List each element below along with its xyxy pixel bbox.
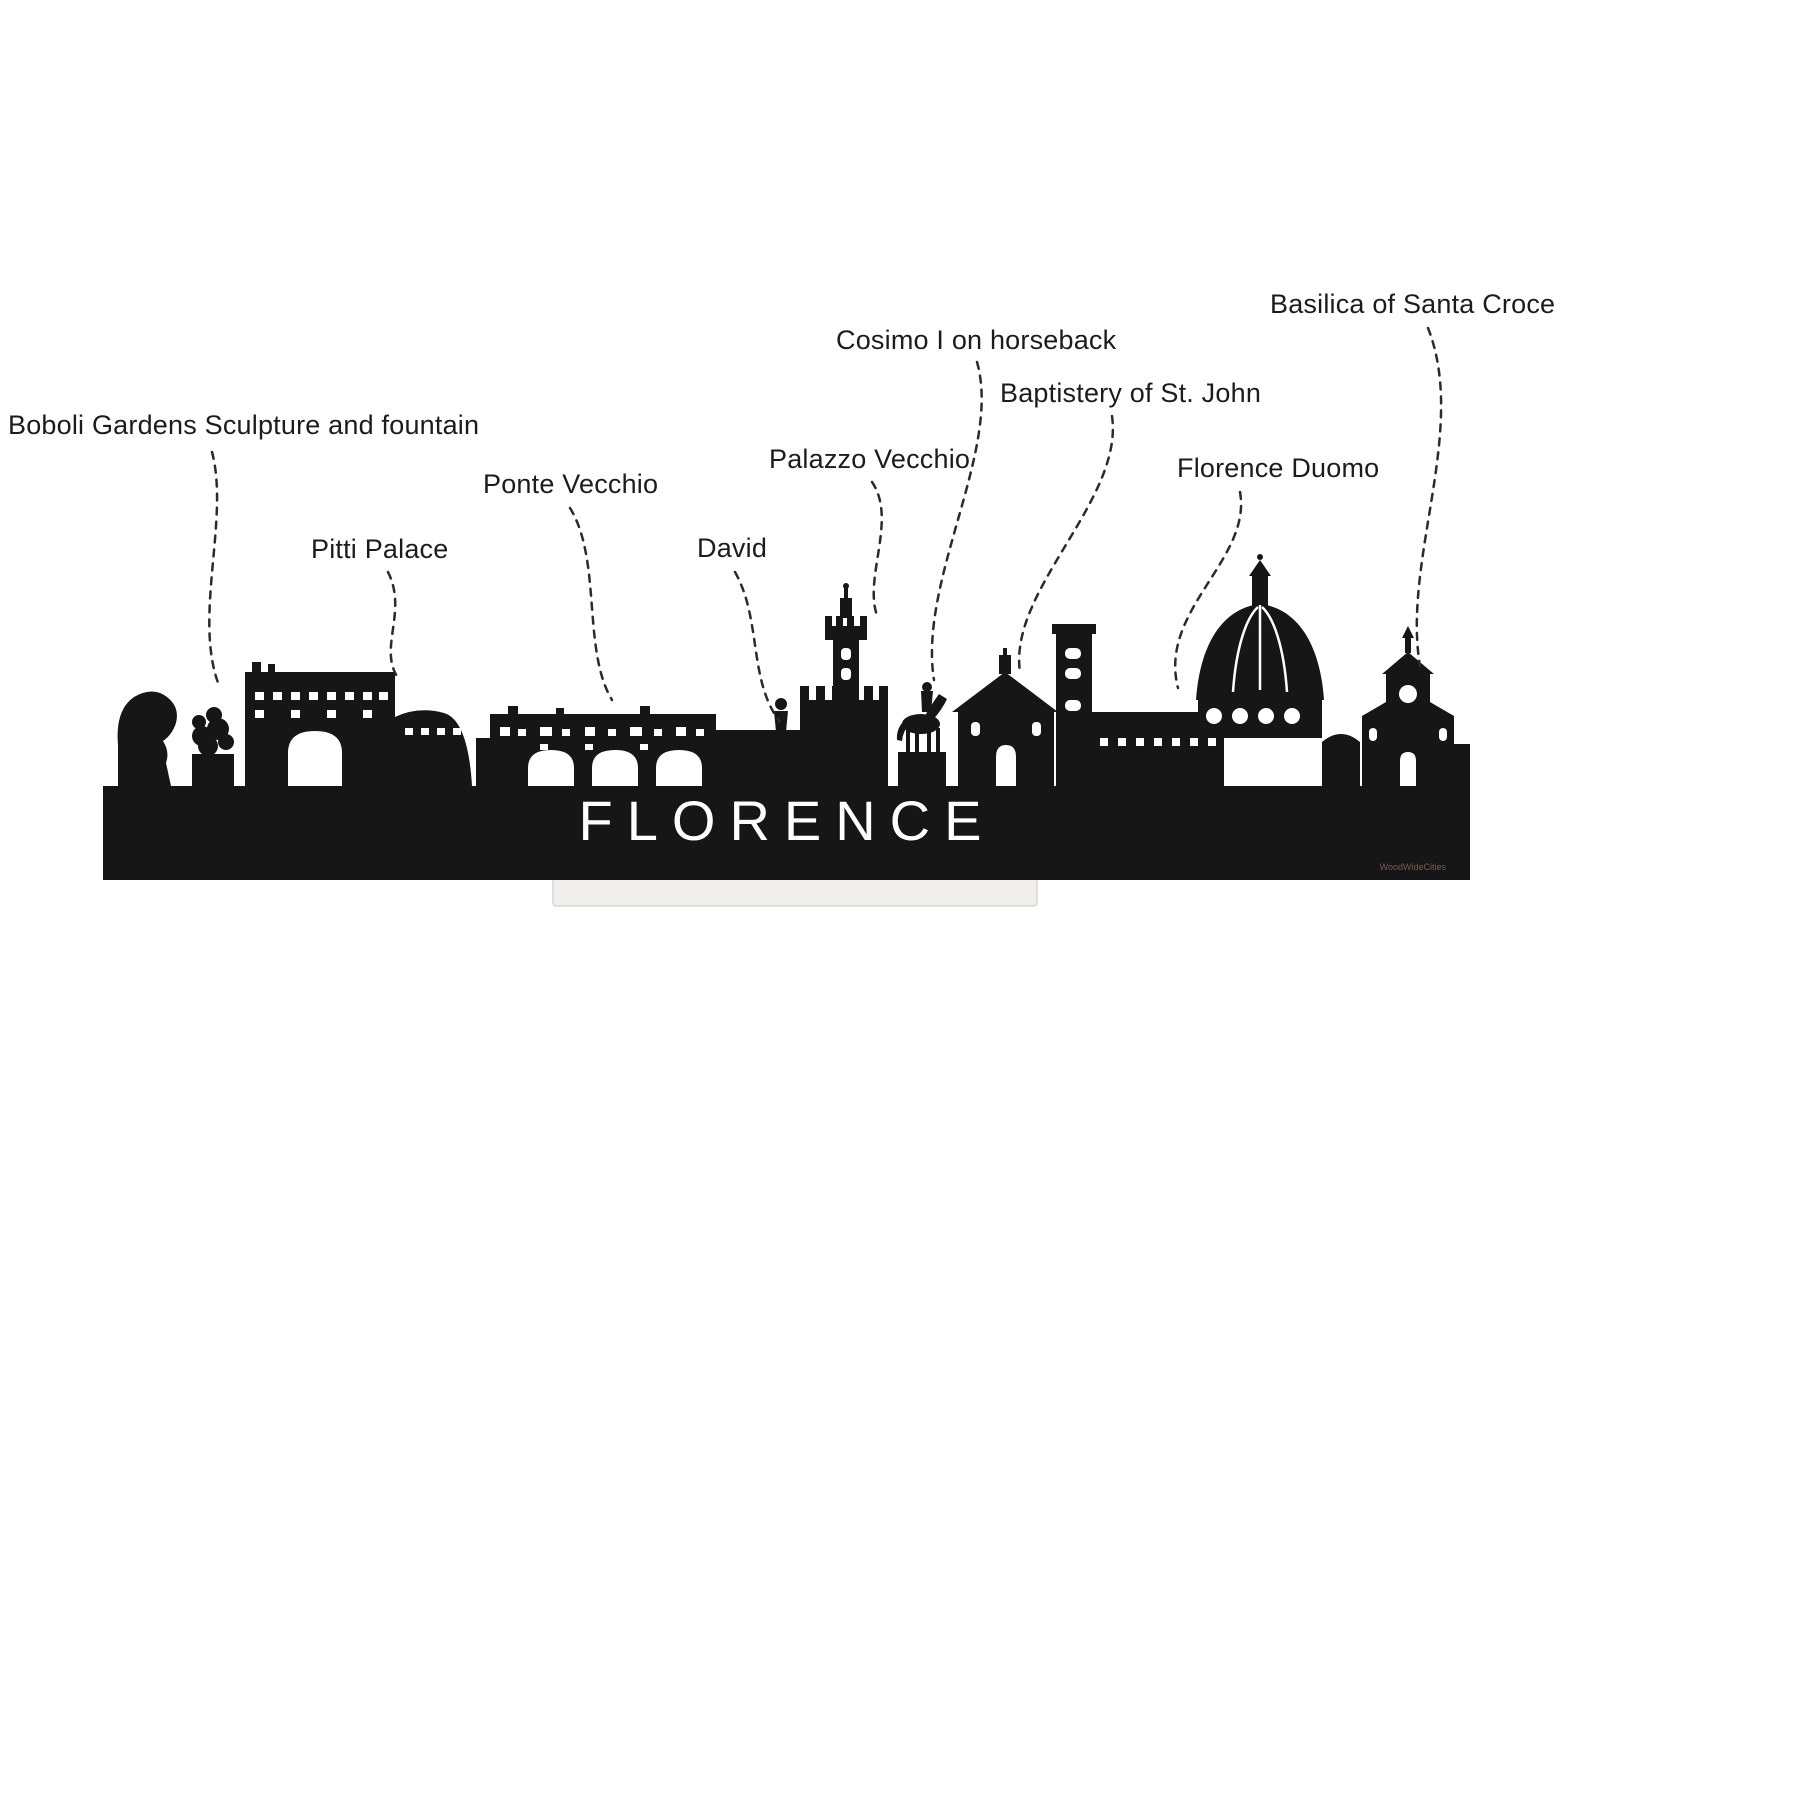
pitti-palace-silhouette (245, 662, 472, 786)
label-david: David (697, 533, 768, 563)
label-florence-duomo: Florence Duomo (1177, 453, 1380, 483)
leader-line-santacroce (1415, 326, 1443, 668)
dome-ribs (1231, 605, 1289, 693)
label-baptistery: Baptistery of St. John (1000, 378, 1262, 408)
leader-line-baptistery (1017, 414, 1115, 674)
label-boboli-gardens: Boboli Gardens Sculpture and fountain (8, 410, 480, 440)
skyline-title-text: FLORENCE (579, 789, 996, 852)
leader-line-boboli (208, 450, 222, 690)
palazzo-vecchio-silhouette (800, 583, 888, 786)
label-santa-croce: Basilica of Santa Croce (1270, 289, 1556, 319)
leader-line-palazzo (870, 480, 883, 620)
cosimo-statue-silhouette (896, 682, 947, 786)
label-ponte-vecchio: Ponte Vecchio (483, 469, 659, 499)
skyline-base (103, 786, 1470, 880)
leader-line-cosimo (930, 360, 983, 682)
label-cosimo: Cosimo I on horseback (836, 325, 1117, 355)
leader-line-pitti (386, 570, 400, 680)
boboli-head-sculpture-silhouette (117, 691, 177, 786)
boboli-fountain-silhouette (192, 707, 234, 786)
leader-line-ponte (568, 506, 614, 702)
santa-croce-silhouette (1362, 626, 1470, 786)
leader-lines (208, 326, 1443, 724)
label-pitti-palace: Pitti Palace (311, 534, 449, 564)
silhouette-cutouts (255, 648, 1447, 786)
david-statue-silhouette (716, 698, 802, 786)
skyline-silhouette (103, 554, 1470, 880)
label-palazzo-vecchio: Palazzo Vecchio (769, 444, 971, 474)
leader-line-duomo (1174, 490, 1243, 690)
watermark-text: WoodWideCities (1380, 862, 1447, 872)
display-stand (552, 877, 1038, 907)
leader-line-david (733, 570, 782, 724)
